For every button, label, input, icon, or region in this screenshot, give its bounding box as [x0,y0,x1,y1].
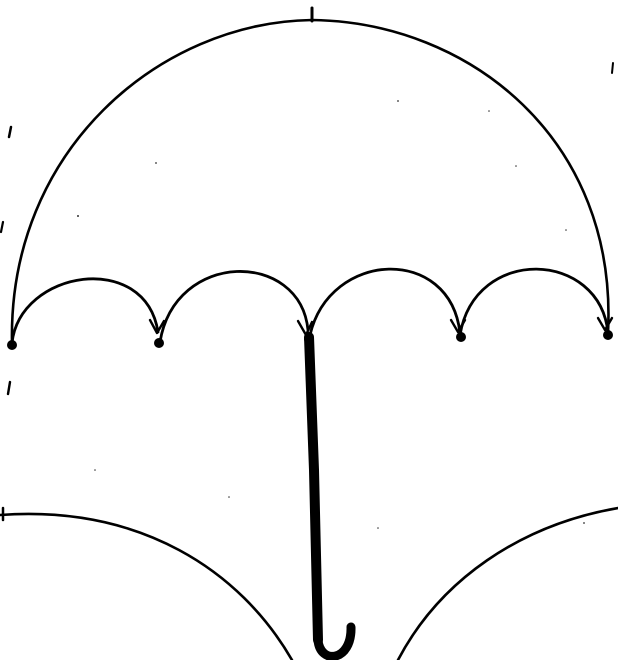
rib-tip-dot [456,332,466,342]
paper-speck [397,100,399,102]
paper-speck [94,469,96,471]
canopy-scallop-3 [310,269,460,335]
stray-mark-3 [8,382,10,394]
stray-mark-2 [1,222,3,232]
umbrella-hook [318,627,351,656]
stray-mark-1 [9,127,11,137]
rib-tip-dot [603,330,613,340]
rib-tip-dot [154,338,164,348]
paper-speck [155,162,157,164]
canopy-scallop-1 [12,279,158,343]
rib-tip-dot [7,340,17,350]
lower-arc-right [398,508,618,660]
paper-speck [583,522,585,524]
paper-speck [565,229,567,231]
paper-speck [488,110,490,112]
paper-speck [377,527,379,529]
paper-speck [228,496,230,498]
paper-speck [77,215,79,217]
umbrella-shaft [309,337,318,640]
paper-speck [515,165,517,167]
canopy-outer-arc [12,20,609,343]
stray-mark-4 [612,63,613,73]
lower-arc-left [0,514,292,660]
canopy-scallop-4 [460,269,608,335]
canopy-scallop-2 [160,271,308,342]
